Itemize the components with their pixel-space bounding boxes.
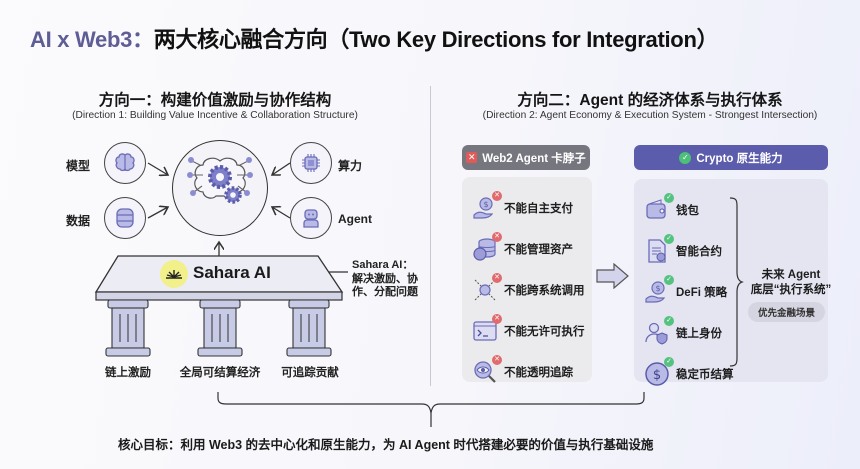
- priority-finance-badge: 优先金融场景: [748, 302, 826, 322]
- check-badge-icon: ✓: [664, 274, 674, 285]
- list-item: ✓ 链上身份: [644, 312, 828, 353]
- list-item: ✓ 钱包: [644, 189, 828, 230]
- pillar-label-settlement-economy: 全局可结算经济: [179, 367, 261, 379]
- connector-arrows: [94, 162, 348, 357]
- svg-text:$: $: [653, 368, 661, 383]
- item-label: 钱包: [676, 204, 699, 217]
- brain-gears-icon: [172, 140, 268, 236]
- list-item: $ ✕ 不能自主支付: [472, 187, 592, 228]
- sahara-note-line3: 作、分配问题: [352, 286, 418, 298]
- pillar-label-traceable-contribution: 可追踪贡献: [281, 367, 339, 379]
- input-label-data: 数据: [66, 214, 91, 228]
- item-label: 智能合约: [676, 245, 722, 258]
- sun-rays-logo-icon: [160, 260, 188, 288]
- eye-magnifier-icon: ✕: [472, 354, 502, 385]
- contract-icon: ✓: [644, 233, 674, 264]
- sahara-platform-label: Sahara AI: [193, 263, 271, 282]
- check-icon: ✓: [679, 151, 692, 164]
- x-badge-icon: ✕: [492, 190, 502, 201]
- direction1-title: 方向一：构建价值激励与协作结构: [98, 92, 332, 109]
- sahara-note: Sahara AI： 解决激励、协 作、分配问题: [352, 259, 418, 300]
- brain-icon: [104, 142, 146, 184]
- svg-text:$: $: [483, 200, 488, 209]
- crypto-header: ✓ Crypto 原生能力: [634, 145, 828, 170]
- list-item: ✕ 不能跨系统调用: [472, 269, 592, 310]
- direction1-subtitle: (Direction 1: Building Value Incentive &…: [72, 110, 358, 121]
- svg-text:$: $: [655, 284, 660, 293]
- input-label-model: 模型: [66, 159, 91, 173]
- future-line1: 未来 Agent: [761, 269, 821, 281]
- list-item: ✕ 不能管理资产: [472, 228, 592, 269]
- x-badge-icon: ✕: [492, 313, 502, 324]
- sahara-note-line1: Sahara AI：: [352, 259, 414, 271]
- web2-header: ✕ Web2 Agent 卡脖子: [462, 145, 590, 170]
- crypto-capabilities-list: ✓ 钱包 ✓ 智能合约 $ ✓ DeFi 策略 ✓ 链上身份 $ ✓ 稳定币结算: [634, 179, 828, 386]
- item-label: 不能无许可执行: [504, 325, 585, 338]
- future-line2: 底层“执行系统”: [750, 284, 832, 296]
- database-icon: [104, 197, 146, 239]
- right-brace: [729, 197, 744, 367]
- direction2-title: 方向二：Agent 的经济体系与执行体系: [517, 92, 783, 109]
- hand-coin-icon: $ ✓: [644, 274, 674, 305]
- item-label: 稳定币结算: [676, 368, 734, 381]
- terminal-icon: ✕: [472, 313, 502, 344]
- x-badge-icon: ✕: [492, 354, 502, 365]
- hand-coin-icon: $ ✕: [472, 190, 502, 221]
- wallet-icon: ✓: [644, 192, 674, 223]
- bottom-brace: [217, 392, 645, 427]
- item-label: 不能管理资产: [504, 243, 573, 256]
- user-shield-icon: ✓: [644, 315, 674, 346]
- check-badge-icon: ✓: [664, 356, 674, 367]
- input-label-compute: 算力: [338, 159, 363, 173]
- pillar-label-onchain-incentive: 链上激励: [105, 367, 151, 379]
- x-badge-icon: ✕: [492, 231, 502, 242]
- list-item: ✕ 不能无许可执行: [472, 310, 592, 351]
- item-label: 不能透明追踪: [504, 366, 573, 379]
- check-badge-icon: ✓: [664, 315, 674, 326]
- item-label: 不能自主支付: [504, 202, 573, 215]
- list-item: ✕ 不能透明追踪: [472, 351, 592, 392]
- chip-icon: [290, 142, 332, 184]
- item-label: 链上身份: [676, 327, 722, 340]
- list-item: ✓ 智能合约: [644, 230, 828, 271]
- robot-icon: [290, 197, 332, 239]
- page-title: AI x Web3：两大核心融合方向（Two Key Directions fo…: [30, 22, 719, 54]
- direction2-subtitle: (Direction 2: Agent Economy & Execution …: [482, 110, 818, 121]
- x-badge-icon: ✕: [492, 272, 502, 283]
- check-badge-icon: ✓: [664, 192, 674, 203]
- input-label-agent: Agent: [338, 212, 372, 226]
- dollar-coin-icon: $ ✓: [644, 356, 674, 387]
- title-accent: AI x Web3：: [30, 27, 154, 52]
- web2-header-label: Web2 Agent 卡脖子: [482, 152, 586, 165]
- web2-limitations-list: $ ✕ 不能自主支付 ✕ 不能管理资产 ✕ 不能跨系统调用 ✕ 不能无许可执行 …: [462, 177, 592, 383]
- coin-stack-icon: ✕: [472, 231, 502, 262]
- right-arrow-icon: [596, 263, 629, 289]
- future-agent-text: 未来 Agent 底层“执行系统”: [742, 268, 840, 298]
- sahara-note-line2: 解决激励、协: [352, 272, 418, 285]
- section-divider: [430, 86, 431, 386]
- x-icon: ✕: [466, 152, 478, 163]
- title-rest: 两大核心融合方向（Two Key Directions for Integrat…: [153, 27, 719, 52]
- network-nodes-icon: ✕: [472, 272, 502, 303]
- list-item: $ ✓ DeFi 策略: [644, 271, 828, 312]
- check-badge-icon: ✓: [664, 233, 674, 244]
- core-goal-text: 核心目标：利用 Web3 的去中心化和原生能力，为 AI Agent 时代搭建必…: [118, 438, 654, 452]
- crypto-header-label: Crypto 原生能力: [696, 152, 783, 165]
- item-label: DeFi 策略: [676, 286, 728, 299]
- list-item: $ ✓ 稳定币结算: [644, 353, 828, 394]
- item-label: 不能跨系统调用: [504, 284, 585, 297]
